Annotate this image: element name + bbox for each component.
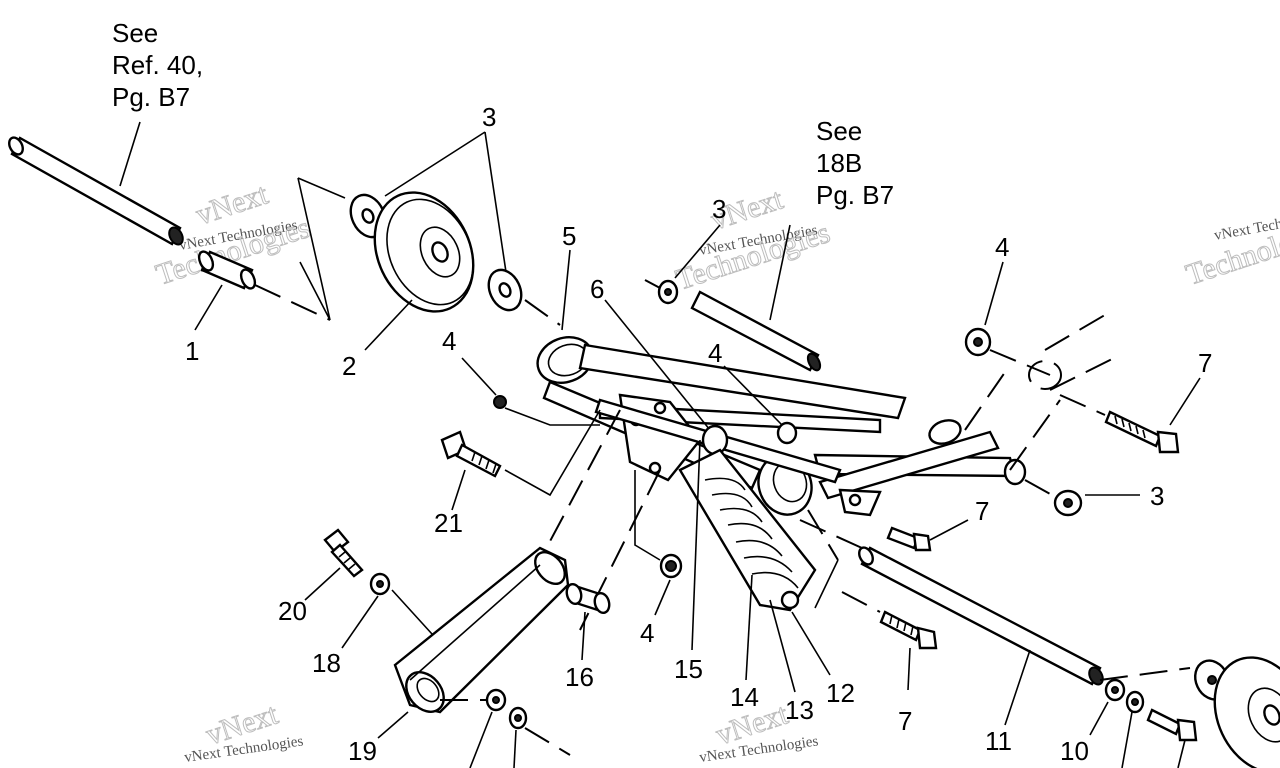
svg-text:Ref. 40,: Ref. 40, [112, 50, 203, 80]
callout-10: 10 [1060, 736, 1089, 766]
callout-12: 12 [826, 678, 855, 708]
suspension-arm-assembly [536, 336, 1027, 517]
callout-4-top-right: 4 [995, 232, 1009, 262]
note-ref-18b: See 18B Pg. B7 [816, 116, 894, 210]
callout-15: 15 [674, 654, 703, 684]
part-nut-lower-right [1125, 690, 1145, 714]
callout-20: 20 [278, 596, 307, 626]
callout-4-center: 4 [708, 338, 722, 368]
part-18-washer [369, 572, 391, 596]
svg-text:18B: 18B [816, 148, 862, 178]
callout-4-lower: 4 [640, 618, 654, 648]
note-ref-40: See Ref. 40, Pg. B7 [112, 18, 203, 112]
leader-ref-40 [119, 121, 141, 187]
part-4-nut-top-right [964, 327, 992, 357]
shaft-ref-40 [8, 136, 184, 246]
part-7-bolt-lower [879, 610, 938, 650]
part-11-shaft [858, 546, 1104, 686]
callout-19: 19 [348, 736, 377, 766]
callout-7-lower: 7 [898, 706, 912, 736]
callout-11: 11 [985, 726, 1012, 756]
dashed-bracket-outline [964, 311, 1121, 471]
watermark-right: vNext Technologies Technologies [1181, 207, 1280, 292]
part-3-washer-right [487, 268, 523, 312]
svg-text:Pg. B7: Pg. B7 [112, 82, 190, 112]
callout-4-left: 4 [442, 326, 456, 356]
part-6-bushing [701, 424, 729, 456]
watermark-bottom-left: vNext vNext Technologies [183, 697, 304, 766]
callout-6: 6 [590, 274, 604, 304]
callout-13: 13 [785, 695, 814, 725]
part-10-washer [1104, 678, 1126, 702]
callout-14: 14 [730, 682, 759, 712]
callout-3-right: 3 [1150, 481, 1164, 511]
part-7-bolt-center [886, 526, 932, 552]
shock-spring [678, 448, 817, 612]
part-21-bolt [440, 430, 502, 478]
callout-5: 5 [562, 221, 576, 251]
part-16-bushing [565, 582, 611, 615]
part-7-bolt-top-right [1104, 410, 1180, 454]
idler-wheel-right [1194, 656, 1280, 768]
callout-7-center: 7 [975, 496, 989, 526]
part-3-shaft [657, 279, 822, 372]
callout-18: 18 [312, 648, 341, 678]
part-20-bolt [323, 528, 364, 578]
svg-text:Pg. B7: Pg. B7 [816, 180, 894, 210]
part-4-nut-lower [659, 553, 683, 579]
part-1-spacer [197, 250, 257, 290]
part-bolt-lower-right [1146, 708, 1198, 742]
callout-2: 2 [342, 351, 356, 381]
part-2-idler-wheel [373, 191, 475, 313]
part-3-washer-lower-right [1053, 489, 1083, 517]
svg-text:See: See [112, 18, 158, 48]
callout-3-top: 3 [482, 102, 496, 132]
part-4-nut-left [493, 395, 507, 409]
callout-3-shaft: 3 [712, 194, 726, 224]
svg-text:Technologies: Technologies [672, 216, 834, 297]
part-washer-link-lower [485, 688, 528, 730]
callout-7-top-right: 7 [1198, 348, 1212, 378]
callout-21: 21 [434, 508, 463, 538]
callout-1: 1 [185, 336, 199, 366]
callout-16: 16 [565, 662, 594, 692]
svg-text:See: See [816, 116, 862, 146]
part-19-link-arm [393, 546, 570, 714]
part-4-nut-center [776, 421, 798, 445]
watermark-center: vNext vNext Technologies Technologies [671, 182, 834, 297]
